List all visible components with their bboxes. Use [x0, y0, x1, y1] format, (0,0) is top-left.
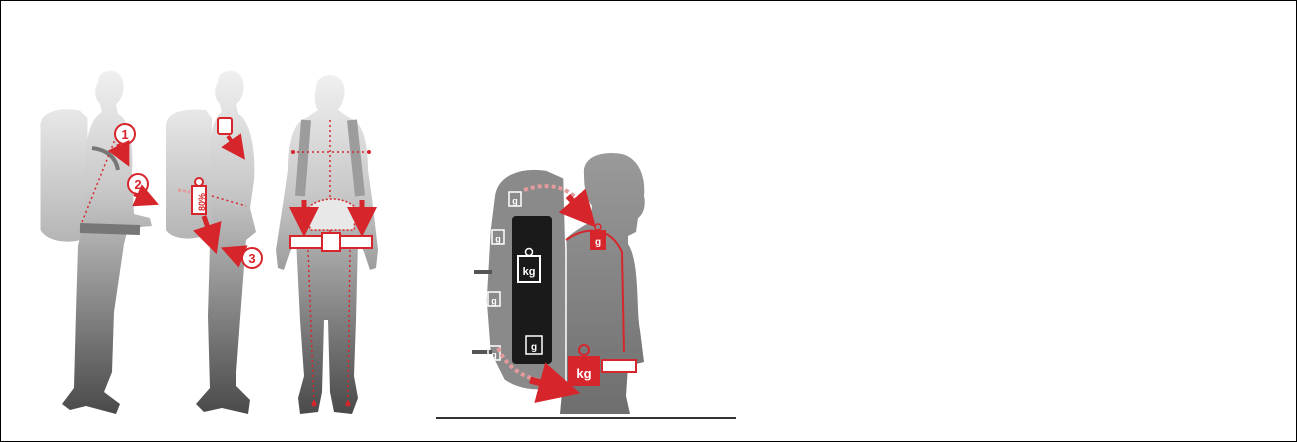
- step-2-label: 2: [134, 177, 141, 192]
- weight-80-label: 80%: [197, 193, 207, 211]
- weight-heavy-label: kg: [576, 366, 591, 381]
- figure-back: [276, 75, 378, 414]
- step-1-label: 1: [121, 127, 128, 142]
- weight-heavy-label: kg: [523, 266, 536, 278]
- backpack: [40, 109, 88, 242]
- weight-light-label: g: [595, 237, 601, 248]
- figure-side-1: 1 2: [40, 71, 152, 414]
- weight-light-label: g: [495, 234, 501, 244]
- weight-light-label: g: [491, 350, 497, 360]
- weight-light-label: g: [531, 342, 537, 353]
- weight-light-label: g: [512, 196, 518, 206]
- weight-light-label: g: [491, 296, 497, 306]
- figure-load-distribution: g g g g g kg g: [436, 153, 736, 418]
- step-3-label: 3: [248, 251, 255, 266]
- figure-side-2: 80% 3: [166, 71, 262, 414]
